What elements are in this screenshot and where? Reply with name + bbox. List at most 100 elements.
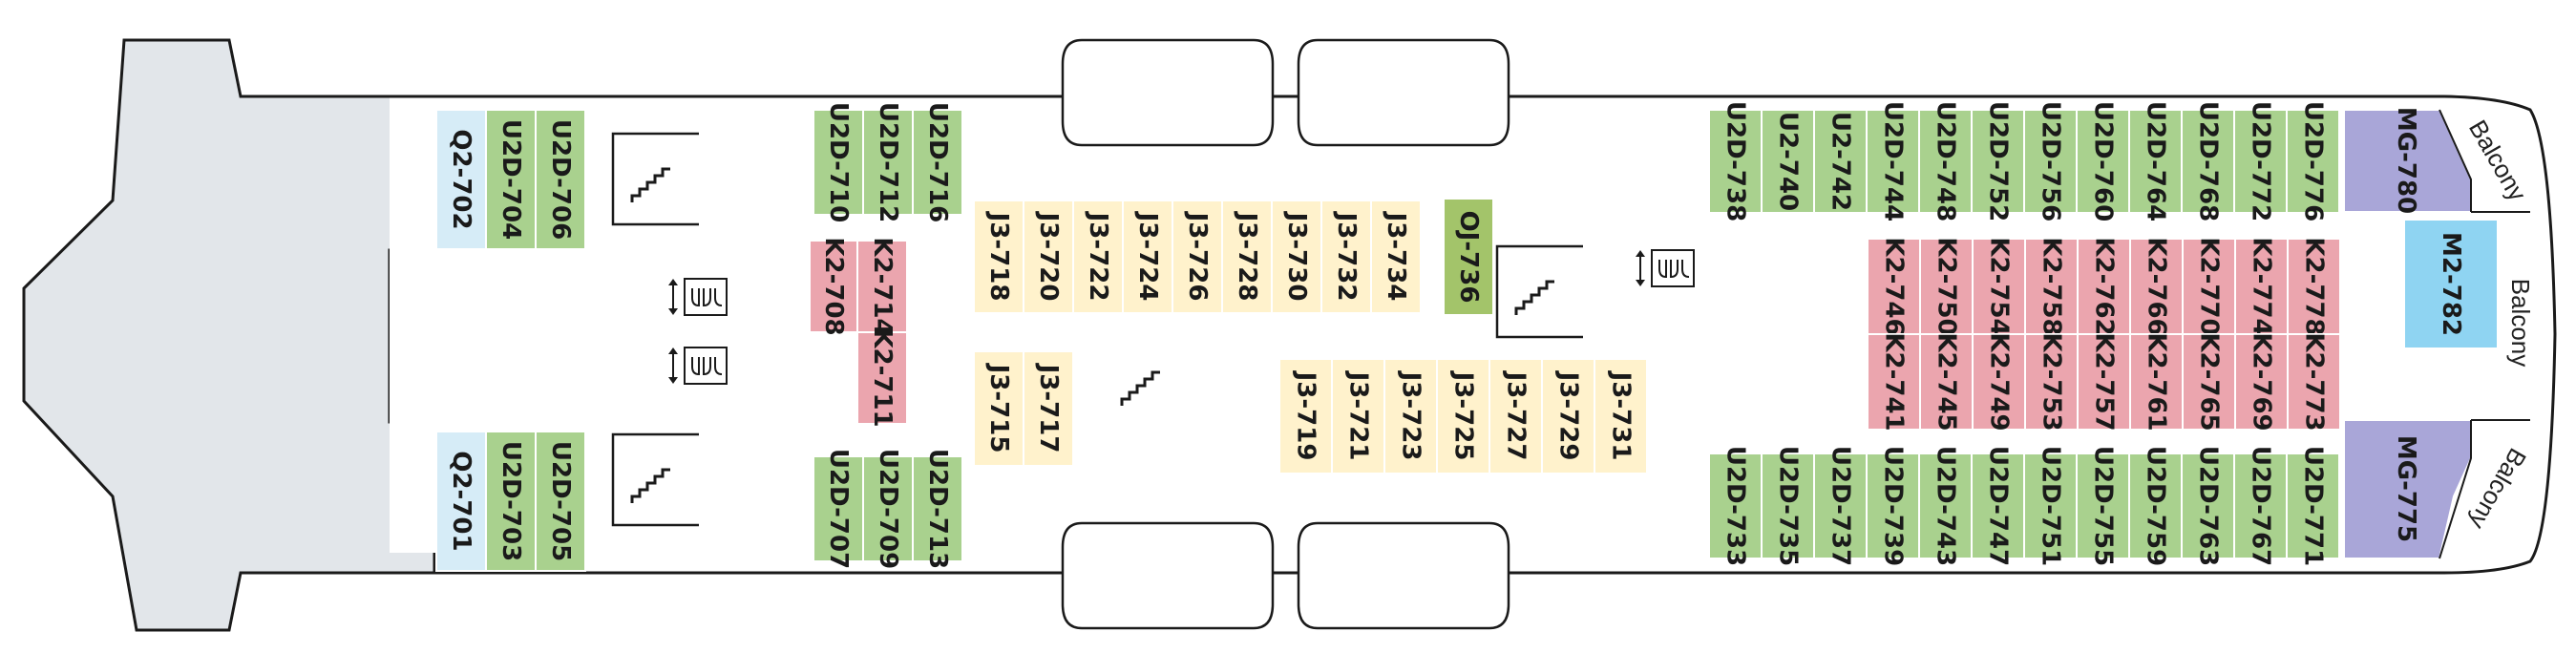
cabin-u2d-712[interactable]: U2D-712 bbox=[862, 102, 914, 222]
cabin-j3-725[interactable]: J3-725 bbox=[1436, 358, 1490, 474]
cabin-j3-719[interactable]: J3-719 bbox=[1278, 358, 1333, 474]
cabin-u2d-752[interactable]: U2D-752 bbox=[1971, 101, 2025, 221]
cabin-j3-717[interactable]: J3-717 bbox=[1023, 350, 1074, 467]
cabin-k2-762[interactable]: K2-762 bbox=[2077, 237, 2131, 336]
cabin-j3-726[interactable]: J3-726 bbox=[1172, 200, 1223, 314]
cabin-label: U2D-707 bbox=[824, 449, 853, 569]
cabin-j3-721[interactable]: J3-721 bbox=[1331, 358, 1385, 474]
cabin-k2-746[interactable]: K2-746 bbox=[1867, 237, 1921, 336]
cabin-u2d-767[interactable]: U2D-767 bbox=[2233, 446, 2288, 566]
cabin-j3-722[interactable]: J3-722 bbox=[1072, 200, 1124, 314]
cabin-label: U2D-712 bbox=[874, 102, 902, 222]
cabin-j3-731[interactable]: J3-731 bbox=[1594, 358, 1648, 474]
cabin-u2d-760[interactable]: U2D-760 bbox=[2076, 101, 2130, 221]
cabin-u2d-738[interactable]: U2D-738 bbox=[1708, 101, 1763, 221]
cabin-q2-702[interactable]: Q2-702 bbox=[435, 109, 487, 250]
cabin-u2d-739[interactable]: U2D-739 bbox=[1866, 446, 1920, 566]
cabin-k2-769[interactable]: K2-769 bbox=[2234, 332, 2289, 432]
cabin-u2d-703[interactable]: U2D-703 bbox=[485, 431, 537, 572]
cabin-u2d-743[interactable]: U2D-743 bbox=[1918, 446, 1973, 566]
cabin-m2-782[interactable]: M2-782 bbox=[2403, 219, 2499, 349]
cabin-u2d-763[interactable]: U2D-763 bbox=[2181, 446, 2235, 566]
cabin-k2-765[interactable]: K2-765 bbox=[2182, 332, 2236, 432]
cabin-oj-736[interactable]: OJ-736 bbox=[1443, 198, 1494, 316]
cabin-label: J3-727 bbox=[1502, 370, 1531, 461]
cabin-u2d-735[interactable]: U2D-735 bbox=[1761, 446, 1815, 566]
bow-area bbox=[22, 38, 436, 632]
cabin-u2d-733[interactable]: U2D-733 bbox=[1708, 446, 1763, 566]
cabin-k2-749[interactable]: K2-749 bbox=[1972, 332, 2026, 432]
cabin-k2-711[interactable]: K2-711 bbox=[856, 328, 908, 428]
cabin-j3-724[interactable]: J3-724 bbox=[1122, 200, 1173, 314]
cabin-label: K2-708 bbox=[819, 237, 848, 335]
cabin-mg-775[interactable]: MG-775 bbox=[2343, 419, 2472, 559]
cabin-u2d-764[interactable]: U2D-764 bbox=[2128, 101, 2183, 221]
cabin-k2-714[interactable]: K2-714 bbox=[856, 237, 908, 336]
cabin-u2d-748[interactable]: U2D-748 bbox=[1918, 101, 1973, 221]
cabin-u2d-756[interactable]: U2D-756 bbox=[2023, 101, 2078, 221]
cabin-k2-773[interactable]: K2-773 bbox=[2287, 332, 2341, 432]
cabin-shape bbox=[2076, 453, 2130, 559]
cabin-shape bbox=[1443, 198, 1494, 316]
cabin-k2-778[interactable]: K2-778 bbox=[2287, 237, 2341, 336]
cabin-u2-740[interactable]: U2-740 bbox=[1761, 109, 1815, 214]
cabin-u2d-759[interactable]: U2D-759 bbox=[2128, 446, 2183, 566]
cabin-label: K2-753 bbox=[2038, 332, 2066, 431]
cabin-j3-730[interactable]: J3-730 bbox=[1271, 200, 1322, 314]
cabin-u2d-768[interactable]: U2D-768 bbox=[2181, 101, 2235, 221]
cabin-k2-745[interactable]: K2-745 bbox=[1919, 332, 1974, 432]
cabin-u2d-776[interactable]: U2D-776 bbox=[2286, 101, 2340, 221]
cabin-j3-732[interactable]: J3-732 bbox=[1320, 200, 1372, 314]
cabin-u2d-751[interactable]: U2D-751 bbox=[2023, 446, 2078, 566]
cabin-k2-753[interactable]: K2-753 bbox=[2024, 332, 2079, 432]
cabin-shape bbox=[2182, 333, 2236, 431]
cabin-u2d-706[interactable]: U2D-706 bbox=[535, 109, 586, 250]
cabin-u2-742[interactable]: U2-742 bbox=[1813, 109, 1868, 214]
cabin-k2-757[interactable]: K2-757 bbox=[2077, 332, 2131, 432]
cabin-j3-718[interactable]: J3-718 bbox=[973, 200, 1024, 314]
cabin-shape bbox=[862, 109, 914, 216]
cabin-shape bbox=[813, 109, 864, 216]
cabin-shape bbox=[2024, 333, 2079, 431]
cabin-u2d-744[interactable]: U2D-744 bbox=[1866, 101, 1920, 221]
cabin-label: K2-714 bbox=[868, 237, 897, 335]
cabin-k2-766[interactable]: K2-766 bbox=[2129, 237, 2184, 336]
cabin-label: Q2-701 bbox=[447, 451, 475, 551]
cabin-label: U2D-755 bbox=[2089, 446, 2118, 566]
cabin-k2-741[interactable]: K2-741 bbox=[1867, 332, 1921, 432]
cabin-u2d-771[interactable]: U2D-771 bbox=[2286, 446, 2340, 566]
cabin-shape bbox=[2286, 453, 2340, 559]
cabin-u2d-747[interactable]: U2D-747 bbox=[1971, 446, 2025, 566]
cabin-j3-727[interactable]: J3-727 bbox=[1489, 358, 1543, 474]
cabin-j3-728[interactable]: J3-728 bbox=[1221, 200, 1273, 314]
cabin-j3-723[interactable]: J3-723 bbox=[1383, 358, 1438, 474]
cabin-u2d-710[interactable]: U2D-710 bbox=[813, 102, 864, 222]
cabin-j3-715[interactable]: J3-715 bbox=[973, 350, 1024, 467]
cabin-shape bbox=[1918, 453, 1973, 559]
cabin-label: U2D-710 bbox=[824, 102, 853, 222]
cabin-k2-774[interactable]: K2-774 bbox=[2234, 237, 2289, 336]
cabin-label: U2D-737 bbox=[1826, 446, 1855, 566]
cabin-shape bbox=[1320, 200, 1372, 314]
cabin-j3-729[interactable]: J3-729 bbox=[1541, 358, 1595, 474]
cabin-shape bbox=[1813, 453, 1868, 559]
cabin-k2-761[interactable]: K2-761 bbox=[2129, 332, 2184, 432]
cabin-k2-708[interactable]: K2-708 bbox=[809, 237, 858, 336]
cabin-q2-701[interactable]: Q2-701 bbox=[435, 431, 487, 572]
cabin-k2-754[interactable]: K2-754 bbox=[1972, 237, 2026, 336]
cabin-u2d-707[interactable]: U2D-707 bbox=[813, 449, 864, 569]
cabin-label: K2-773 bbox=[2300, 332, 2329, 431]
cabin-u2d-704[interactable]: U2D-704 bbox=[485, 109, 537, 250]
cabin-j3-734[interactable]: J3-734 bbox=[1370, 200, 1422, 314]
cabin-u2d-713[interactable]: U2D-713 bbox=[912, 449, 963, 569]
cabin-u2d-709[interactable]: U2D-709 bbox=[862, 449, 914, 569]
cabin-k2-758[interactable]: K2-758 bbox=[2024, 237, 2079, 336]
cabin-k2-770[interactable]: K2-770 bbox=[2182, 237, 2236, 336]
cabin-u2d-705[interactable]: U2D-705 bbox=[535, 431, 586, 572]
cabin-j3-720[interactable]: J3-720 bbox=[1023, 200, 1074, 314]
cabin-u2d-755[interactable]: U2D-755 bbox=[2076, 446, 2130, 566]
cabin-k2-750[interactable]: K2-750 bbox=[1919, 237, 1974, 336]
cabin-u2d-737[interactable]: U2D-737 bbox=[1813, 446, 1868, 566]
cabin-u2d-716[interactable]: U2D-716 bbox=[912, 102, 963, 222]
cabin-u2d-772[interactable]: U2D-772 bbox=[2233, 101, 2288, 221]
